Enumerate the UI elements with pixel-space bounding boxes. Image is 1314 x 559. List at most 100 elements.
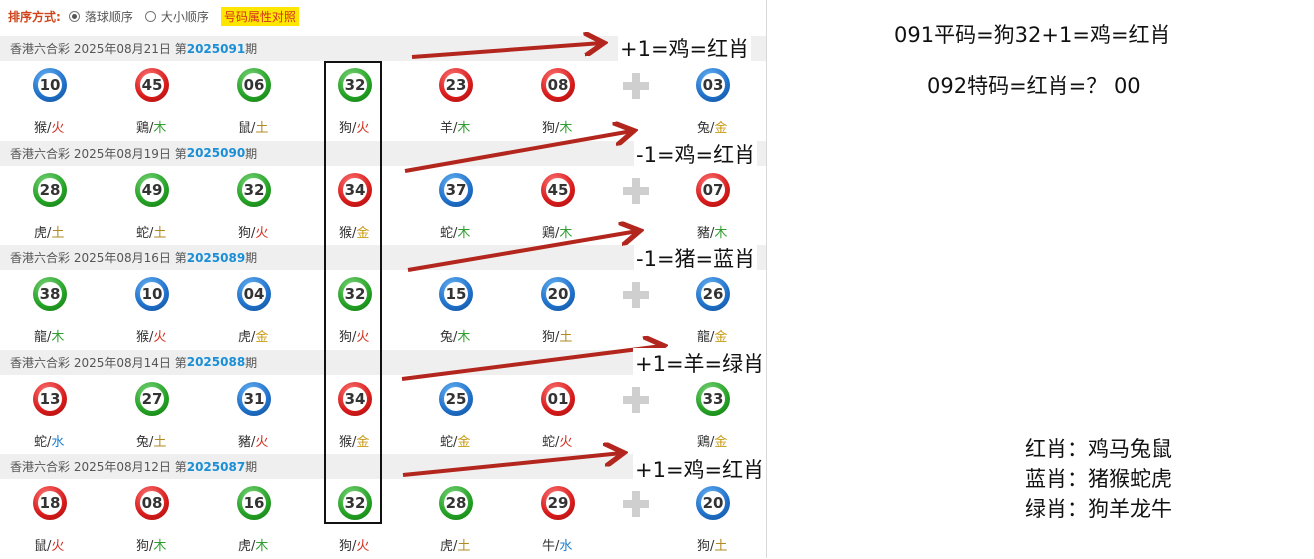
zodiac-element-label: 虎/土 [34,222,64,241]
ball-number: 07 [701,177,725,202]
zodiac-element-label: 虎/土 [440,535,470,554]
element: 土 [457,539,471,554]
ball-number: 34 [343,177,367,202]
zodiac: 鼠 [238,121,252,136]
slash: / [149,330,154,345]
lottery-ball: 37 [439,172,473,207]
lottery-ball: 32 [338,68,372,102]
zodiac-element-label: 蛇/木 [440,222,470,241]
zodiac: 蛇 [34,434,48,450]
plus-icon [623,491,649,517]
zodiac-element-label: 蛇/水 [34,431,64,450]
ball-number: 23 [444,73,468,97]
zodiac: 狗 [238,225,252,241]
zodiac: 鶏 [697,434,711,450]
zodiac-element-label: 牛/水 [542,535,572,554]
element: 火 [356,121,370,136]
issue-number: 2025089 [186,250,246,265]
lottery-ball: 01 [541,381,575,416]
ball-number: 01 [546,386,570,411]
zodiac: 豬 [697,225,711,241]
element: 火 [356,539,370,554]
issue-number: 2025090 [186,146,246,160]
slash: / [453,434,458,450]
element: 水 [51,434,65,450]
legend-green: 绿肖：狗羊龙牛 [1025,497,1172,521]
ball-number: 15 [444,282,468,306]
element: 土 [51,225,65,241]
ball-number: 32 [343,73,367,97]
lottery-ball: 20 [541,277,575,311]
lottery-ball: 20 [696,486,730,520]
zodiac: 狗 [542,330,556,345]
element: 金 [255,330,269,345]
zodiac: 狗 [339,330,353,345]
slash: / [149,121,154,136]
slash: / [453,330,458,345]
zodiac: 猴 [339,434,353,450]
zodiac-element-label: 蛇/土 [136,222,166,241]
zodiac-element-label: 鼠/土 [238,117,268,136]
sort-option-label: 大小顺序 [160,9,209,24]
lottery-ball: 06 [237,68,271,102]
zodiac: 羊 [440,121,454,136]
ball-number: 20 [546,282,570,306]
ball-number: 28 [444,491,468,515]
issue-number: 2025088 [186,355,246,369]
ball-number: 10 [38,73,62,97]
slash: / [47,121,52,136]
zodiac: 狗 [542,121,556,136]
zodiac: 兔 [440,330,454,345]
element: 土 [559,330,573,345]
radio-icon [68,10,80,22]
zodiac-element-label: 龍/金 [697,326,727,345]
element: 火 [51,121,65,136]
lottery-ball: 31 [237,381,271,416]
slash: / [251,434,256,450]
slash: / [149,434,154,450]
lottery-ball: 32 [237,172,271,207]
zodiac: 兔 [697,121,711,136]
draw-date: 香港六合彩 2025年08月12日 第 [10,460,187,474]
zodiac: 龍 [697,330,711,345]
zodiac-element-label: 猴/金 [339,431,369,450]
lottery-ball: 38 [33,277,67,311]
ball-number: 04 [242,282,266,306]
sort-option-drop-order[interactable]: 落球顺序 [68,8,133,25]
zodiac-element-label: 狗/木 [542,117,572,136]
zodiac-element-label: 兔/木 [440,326,470,345]
slash: / [149,539,154,554]
sort-option-size-order[interactable]: 大小顺序 [144,8,209,25]
zodiac-element-label: 狗/火 [238,222,268,241]
zodiac: 猴 [34,121,48,136]
ball-number: 26 [701,282,725,306]
slash: / [710,539,715,554]
lottery-ball: 10 [135,277,169,311]
ball-number: 08 [140,491,164,515]
zodiac: 狗 [136,539,150,554]
ball-number: 18 [38,491,62,515]
slash: / [453,121,458,136]
lottery-ball: 07 [696,172,730,207]
annotation-note: +1=羊=绿肖 [633,348,767,378]
element: 火 [255,225,269,241]
lottery-ball: 45 [135,68,169,102]
zodiac: 龍 [34,330,48,345]
slash: / [555,121,560,136]
ball-number: 29 [546,491,570,515]
sort-bar: 排序方式: 落球顺序 大小顺序 号码属性对照 [0,0,766,32]
slash: / [710,225,715,241]
zodiac: 牛 [542,539,556,554]
attribute-table-button[interactable]: 号码属性对照 [220,6,299,26]
slash: / [47,330,52,345]
lottery-ball: 18 [33,486,67,520]
ball-number: 32 [242,177,266,202]
annotation-note: +1=鸡=红肖 [618,33,752,63]
slash: / [251,121,256,136]
ball-number: 20 [701,491,725,515]
ball-number: 49 [140,177,164,202]
element: 木 [153,121,167,136]
